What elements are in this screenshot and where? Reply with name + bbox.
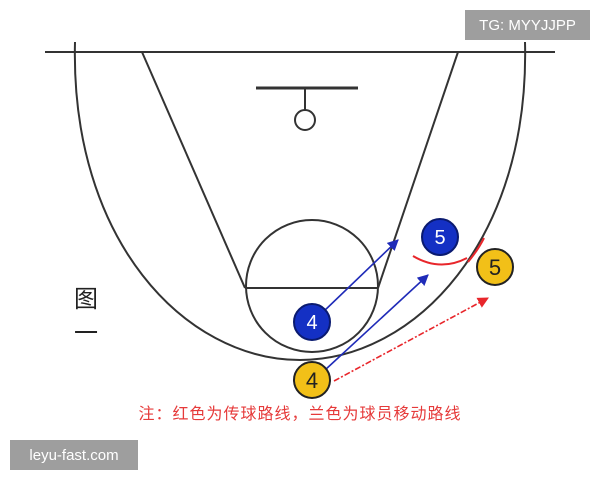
- free-throw-circle: [245, 219, 379, 353]
- player-number: 4: [306, 312, 317, 334]
- player-yellow-5: 5: [476, 248, 514, 286]
- figure-label: 图一: [74, 285, 98, 347]
- move-route-blue4: [321, 239, 399, 314]
- move-route-yellow4: [324, 274, 429, 371]
- defender-arc-2: [467, 237, 485, 263]
- player-number: 4: [306, 368, 318, 393]
- watermark-tg: TG: MYYJJPP: [465, 10, 590, 40]
- legend-note: 注：红色为传球路线，兰色为球员移动路线: [138, 404, 462, 423]
- defender-arc-1: [412, 255, 468, 266]
- three-point-arc: [73, 41, 527, 362]
- player-blue-5: 5: [421, 218, 459, 256]
- pass-route: [333, 297, 489, 382]
- player-blue-4: 4: [293, 303, 331, 341]
- player-number: 5: [489, 255, 501, 280]
- hoop: [294, 109, 316, 131]
- player-yellow-4: 4: [293, 361, 331, 399]
- player-number: 5: [434, 227, 445, 249]
- lane-line-left: [141, 51, 246, 289]
- watermark-site: leyu-fast.com: [10, 440, 138, 470]
